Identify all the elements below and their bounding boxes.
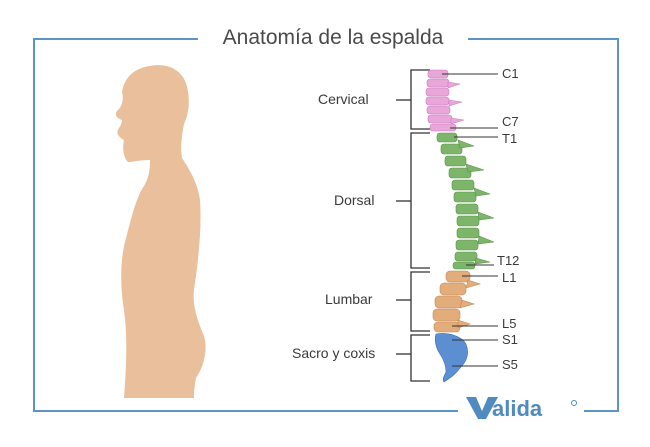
spine-cervical xyxy=(425,69,465,132)
brand-logo-box: alida xyxy=(458,392,584,422)
region-label-lumbar: Lumbar xyxy=(325,291,373,307)
page-title: Anatomía de la espalda xyxy=(198,24,468,52)
region-label-dorsal: Dorsal xyxy=(334,192,375,208)
vertebra-label-l5: L5 xyxy=(502,316,517,331)
spine-sacrum xyxy=(434,333,468,383)
spine-lumbar xyxy=(432,270,482,333)
vertebra-label-l1: L1 xyxy=(502,270,517,285)
vertebra-label-t1: T1 xyxy=(502,131,518,146)
vertebra-label-t12: T12 xyxy=(497,253,520,268)
vertebra-label-c1: C1 xyxy=(502,66,519,81)
body-silhouette xyxy=(115,65,206,398)
pointer-lines xyxy=(442,73,498,367)
region-label-cervical: Cervical xyxy=(318,91,369,107)
region-label-sacro: Sacro y coxis xyxy=(292,345,376,361)
spine-dorsal xyxy=(436,132,495,270)
vertebra-label-s1: S1 xyxy=(502,332,518,347)
brand-text: alida xyxy=(492,396,543,421)
bracket-lines xyxy=(396,69,430,382)
vertebra-label-c7: C7 xyxy=(502,114,519,129)
vertebra-label-s5: S5 xyxy=(502,357,518,372)
valida-logo: alida xyxy=(466,396,577,421)
